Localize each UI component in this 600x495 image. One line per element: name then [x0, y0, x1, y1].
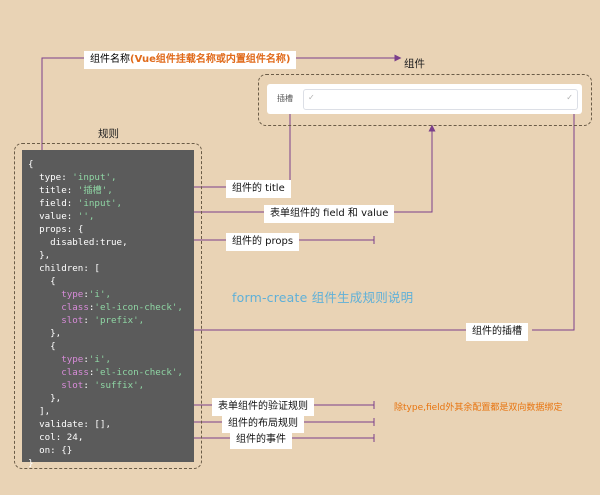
component-title: 组件: [404, 58, 425, 70]
code-line: disabled:true,: [50, 237, 128, 248]
annotation-slot: 组件的插槽: [466, 323, 528, 341]
annotation-title: 组件的 title: [226, 180, 291, 198]
rules-title: 规则: [98, 128, 119, 140]
diagram-title: form-create 组件生成规则说明: [232, 290, 414, 305]
code-line: value: '',: [39, 211, 95, 222]
code-line: field: 'input',: [39, 198, 123, 209]
code-line: },: [28, 393, 62, 404]
code-line: title: '插槽',: [39, 185, 113, 196]
preview-input[interactable]: ✓ ✓: [303, 89, 578, 110]
code-line: type: 'input',: [39, 172, 117, 183]
code-line: {: [28, 276, 56, 287]
component-preview: 插槽 ✓ ✓: [267, 84, 582, 114]
code-line: {: [28, 341, 56, 352]
code-line: props: {: [39, 224, 84, 235]
code-line: type:'i',: [61, 289, 112, 300]
code-line: slot: 'suffix',: [61, 380, 145, 391]
annotation-col: 组件的布局规则: [222, 415, 304, 433]
rules-code-block: { type: 'input', title: '插槽', field: 'in…: [22, 150, 194, 469]
code-line: },: [28, 250, 51, 261]
suffix-check-icon: ✓: [566, 93, 573, 102]
component-name-prefix: 组件名称: [90, 54, 130, 65]
code-line: },: [28, 328, 62, 339]
component-preview-box: [258, 74, 592, 126]
code-line: class:'el-icon-check',: [61, 302, 183, 313]
code-line: class:'el-icon-check',: [61, 367, 183, 378]
code-line: col: 24,: [39, 432, 84, 443]
code-line: validate: [],: [39, 419, 112, 430]
code-line: }: [28, 458, 34, 469]
code-line: ],: [28, 406, 51, 417]
annotation-validate: 表单组件的验证规则: [212, 398, 314, 416]
preview-label: 插槽: [277, 94, 293, 103]
code-line: slot: 'prefix',: [61, 315, 145, 326]
code-line: children: [: [39, 263, 100, 274]
code-line: {: [28, 159, 34, 170]
annotation-field-value: 表单组件的 field 和 value: [264, 205, 395, 223]
binding-note: 除type,field外其余配置都是双向数据绑定: [394, 403, 563, 413]
prefix-check-icon: ✓: [308, 93, 315, 102]
code-line: on: {}: [39, 445, 73, 456]
annotation-props: 组件的 props: [226, 233, 300, 251]
component-name-emph: (Vue组件挂载名称或内置组件名称): [130, 54, 291, 65]
component-name-label: 组件名称(Vue组件挂载名称或内置组件名称): [84, 51, 297, 69]
annotation-on: 组件的事件: [230, 431, 292, 449]
code-line: type:'i',: [61, 354, 112, 365]
rules-box: [14, 143, 202, 469]
